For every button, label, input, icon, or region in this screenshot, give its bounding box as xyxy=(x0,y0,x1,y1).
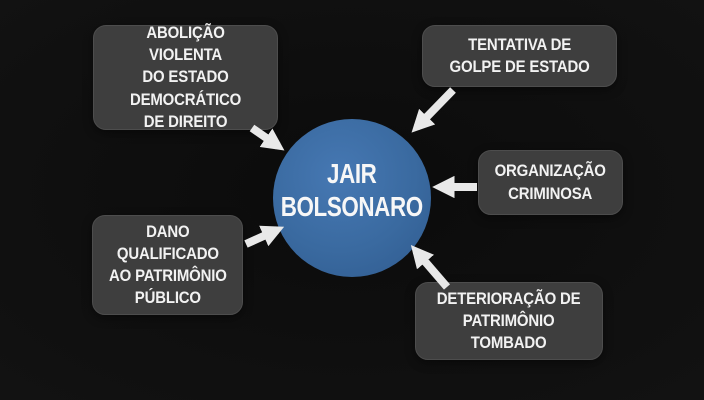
node-deterioracao-patrimonio-label: DETERIORAÇÃO DE PATRIMÔNIO TOMBADO xyxy=(437,288,581,353)
node-tentativa-golpe-label: TENTATIVA DE GOLPE DE ESTADO xyxy=(449,34,590,76)
node-abolicao-violenta: ABOLIÇÃO VIOLENTA DO ESTADO DEMOCRÁTICO … xyxy=(93,23,278,131)
arrow-icon-dano-to-center xyxy=(244,225,285,248)
node-deterioracao-patrimonio: DETERIORAÇÃO DE PATRIMÔNIO TOMBADO xyxy=(415,282,603,360)
node-dano-qualificado-label: DANO QUALIFICADO AO PATRIMÔNIO PÚBLICO xyxy=(108,221,227,308)
node-tentativa-golpe: TENTATIVA DE GOLPE DE ESTADO xyxy=(422,25,617,87)
arrow-icon-tentativa-to-center xyxy=(411,87,456,133)
center-node-label: JAIR BOLSONARO xyxy=(281,157,423,222)
center-node-jair-bolsonaro: JAIR BOLSONARO xyxy=(273,119,431,277)
node-organizacao-criminosa-label: ORGANIZAÇÃO CRIMINOSA xyxy=(494,161,607,203)
node-abolicao-violenta-label: ABOLIÇÃO VIOLENTA DO ESTADO DEMOCRÁTICO … xyxy=(129,23,242,131)
node-dano-qualificado: DANO QUALIFICADO AO PATRIMÔNIO PÚBLICO xyxy=(92,215,243,315)
node-organizacao-criminosa: ORGANIZAÇÃO CRIMINOSA xyxy=(478,150,623,215)
